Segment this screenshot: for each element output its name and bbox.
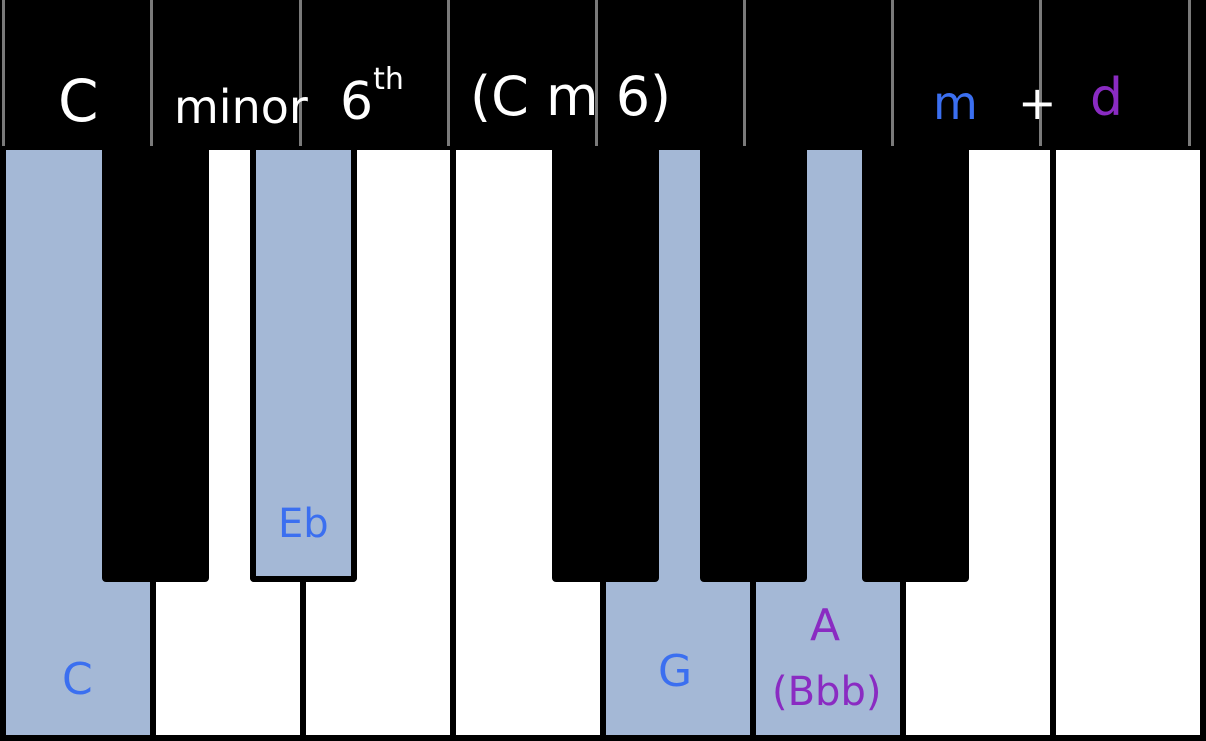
- chord-root: C: [58, 67, 99, 135]
- grid-tick: [891, 0, 894, 146]
- note-label-a: A: [810, 600, 841, 651]
- note-label-g: G: [658, 646, 693, 697]
- grid-tick: [595, 0, 598, 146]
- chord-extension: 6th: [340, 65, 404, 129]
- chord-quality: minor: [174, 80, 308, 134]
- black-key-c-sharp[interactable]: [102, 150, 209, 582]
- extension-number: 6: [340, 72, 374, 132]
- grid-tick: [743, 0, 746, 146]
- piano-keyboard: C Eb G A (Bbb): [0, 150, 1206, 741]
- grid-tick: [2, 0, 5, 146]
- black-key-e-flat[interactable]: [250, 150, 357, 582]
- grid-tick: [1188, 0, 1191, 146]
- note-label-e-flat: Eb: [278, 501, 329, 547]
- formula-plus: +: [1018, 76, 1057, 130]
- grid-tick: [1039, 0, 1042, 146]
- chord-title-bar: C minor 6th (C m 6) m + d: [0, 0, 1206, 150]
- grid-tick: [447, 0, 450, 146]
- note-label-b-double-flat: (Bbb): [772, 669, 882, 715]
- formula-minor-triad: m: [933, 76, 978, 130]
- formula-added-interval: d: [1090, 68, 1124, 128]
- extension-suffix: th: [373, 62, 404, 97]
- black-key-f-sharp[interactable]: [552, 150, 659, 582]
- black-key-b-flat[interactable]: [862, 150, 969, 582]
- note-label-c: C: [62, 654, 93, 705]
- grid-tick: [150, 0, 153, 146]
- grid-tick: [299, 0, 302, 146]
- white-key-c-high[interactable]: [1056, 150, 1200, 735]
- black-key-g-sharp[interactable]: [700, 150, 807, 582]
- chord-abbreviation: (C m 6): [470, 65, 672, 128]
